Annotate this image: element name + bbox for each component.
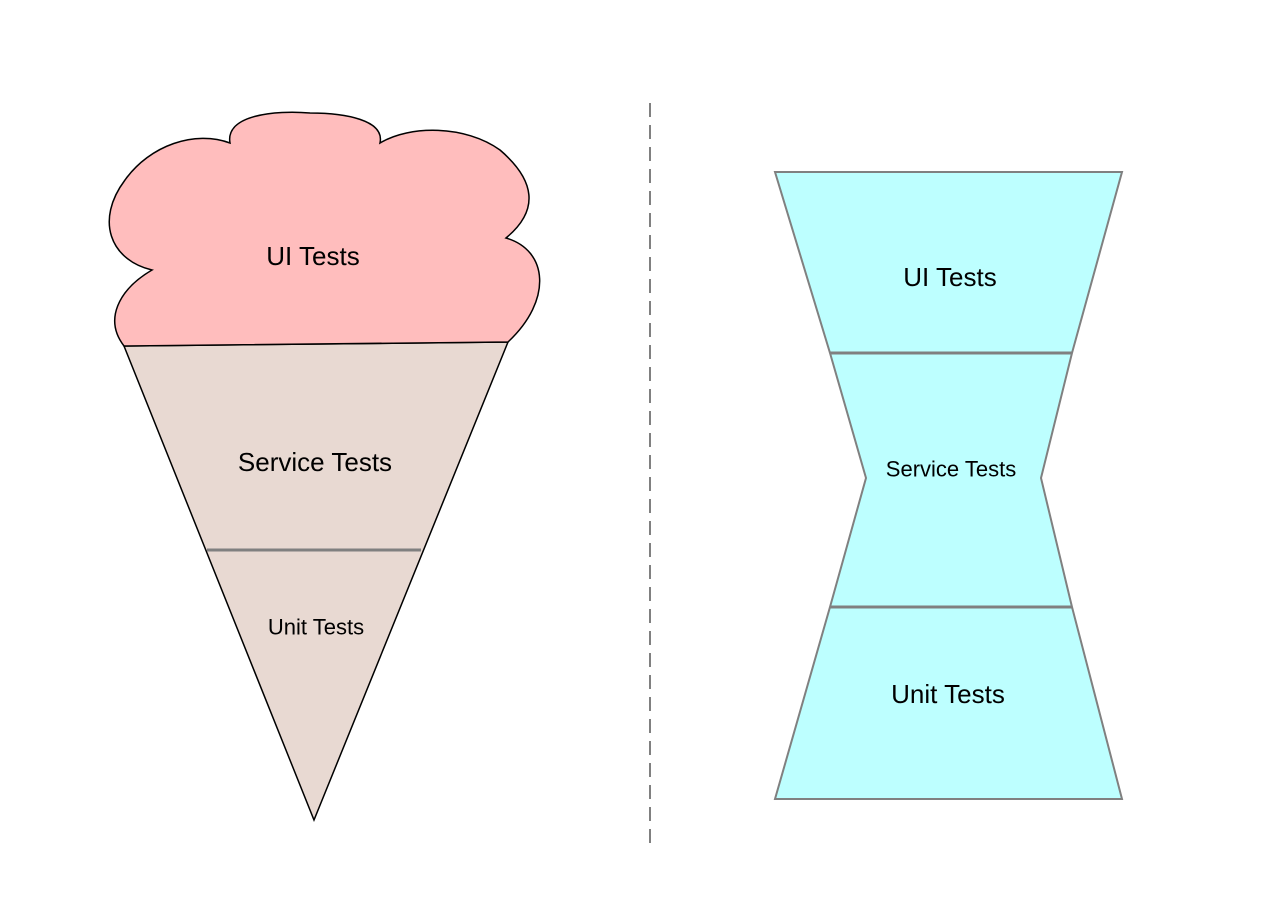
hourglass-shape — [773, 171, 1124, 800]
hourglass-unit-tests-label: Unit Tests — [891, 679, 1005, 709]
cone-service-tests-label: Service Tests — [238, 447, 392, 477]
cone-shape — [122, 341, 510, 823]
ice-cream-cone: UI Tests Service Tests Unit Tests — [108, 111, 541, 823]
scoop-shape — [108, 111, 541, 347]
cone-ui-tests-label: UI Tests — [266, 241, 359, 271]
hourglass-ui-tests-label: UI Tests — [903, 262, 996, 292]
hourglass: UI Tests Service Tests Unit Tests — [773, 171, 1124, 800]
cone-unit-tests-label: Unit Tests — [268, 615, 364, 640]
hourglass-service-tests-label: Service Tests — [886, 457, 1016, 482]
